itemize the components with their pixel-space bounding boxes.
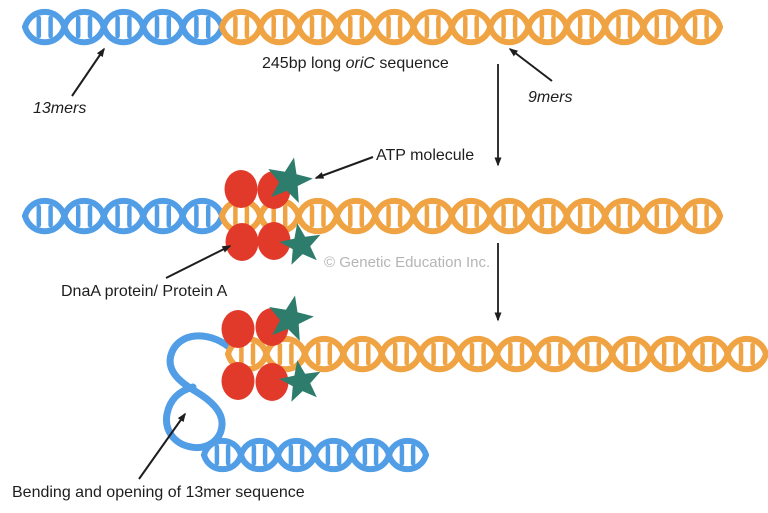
dna-9mer-region-bottom [225, 336, 768, 373]
atp-molecule-cluster-bottom [269, 295, 321, 402]
dnaa-protein-icon [255, 363, 289, 401]
dna-13mer-region-top [22, 9, 225, 46]
label-13mers: 13mers [33, 100, 87, 117]
dna-strand [201, 438, 429, 472]
atp-molecule-cluster-mid [268, 157, 321, 265]
dnaa-protein-icon [225, 223, 259, 261]
dna-13mer-opened-bottom [201, 438, 429, 472]
dna-strand [22, 198, 225, 235]
atp-molecule-icon [269, 295, 314, 341]
dna-strand [219, 198, 723, 235]
dna-strand [225, 336, 768, 373]
bent-dna-loop [162, 332, 233, 452]
arrow-line [165, 245, 232, 279]
atp-molecule-icon [279, 223, 321, 265]
atp-molecule-icon [279, 360, 321, 402]
stage-3-bending-opening [162, 295, 768, 472]
label-oric-italic: oriC [345, 55, 375, 72]
arrow-line [71, 47, 105, 97]
atp-molecule-icon [268, 157, 313, 203]
dna-strand [22, 9, 225, 46]
arrow-line [314, 156, 374, 179]
stage-1-oric-sequence [22, 9, 723, 46]
dnaa-protein-icon [221, 362, 255, 400]
label-bending-opening: Bending and opening of 13mer sequence [12, 484, 305, 501]
dnaa-protein-icon [257, 222, 291, 260]
dna-strand [219, 9, 723, 46]
label-oric-before: 245bp long [262, 55, 346, 72]
arrow-line [138, 412, 186, 480]
dna-13mer-region-mid [22, 198, 225, 235]
label-9mers: 9mers [528, 89, 573, 106]
label-dnaa-protein: DnaA protein/ Protein A [61, 283, 228, 300]
label-oric-after: sequence [374, 55, 449, 72]
stage-2-dnaa-binding [22, 157, 723, 265]
dna-strand [22, 9, 225, 46]
dnaa-protein-icon [221, 310, 255, 348]
dnaa-protein-cluster-bottom [221, 308, 289, 401]
bent-dna-strand [162, 332, 233, 452]
label-oric-caption: 245bp long oriC sequence [262, 55, 449, 73]
annotation-arrows [71, 47, 553, 480]
label-atp-molecule: ATP molecule [376, 147, 475, 164]
arrow-line [508, 48, 553, 82]
dna-strand [219, 198, 723, 235]
watermark-text: © Genetic Education Inc. [324, 254, 491, 271]
dnaa-protein-icon [224, 170, 258, 208]
dna-9mer-region-mid [219, 198, 723, 235]
dna-strand [219, 9, 723, 46]
dna-9mer-region-top [219, 9, 723, 46]
dna-strand [22, 198, 225, 235]
